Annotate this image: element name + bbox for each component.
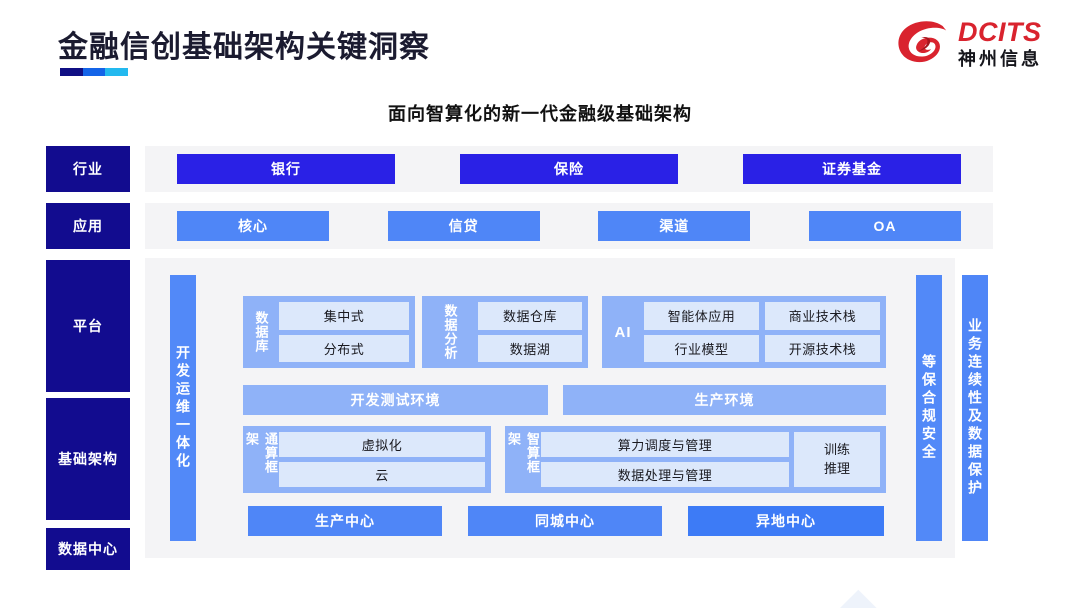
vertical-bar-bcdr[interactable]: 业务连续性及数据保护: [962, 275, 988, 541]
cell-opensource-stack[interactable]: 开源技术栈: [765, 334, 880, 362]
cell-industry-model[interactable]: 行业模型: [644, 334, 759, 362]
cell-data-warehouse[interactable]: 数据仓库: [478, 302, 582, 330]
group-label-data-analysis: 数据分析: [442, 304, 458, 360]
label-inference: 推理: [823, 460, 850, 476]
rail-label-datacenter: 数据中心: [46, 528, 130, 570]
application-chip-channel[interactable]: 渠道: [598, 211, 751, 241]
diagram-subtitle: 面向智算化的新一代金融级基础架构: [388, 104, 692, 124]
cell-virtualization[interactable]: 虚拟化: [279, 432, 485, 457]
application-chip-oa[interactable]: OA: [808, 211, 961, 241]
rail-label-infrastructure: 基础架构: [46, 398, 130, 520]
cell-cloud[interactable]: 云: [279, 462, 485, 487]
group-ai: AI 智能体应用 商业技术栈 行业模型 开源技术栈: [602, 296, 886, 368]
group-label-ai: AI: [614, 323, 632, 341]
vertical-bar-security[interactable]: 等保合规安全: [916, 275, 942, 541]
group-label-database: 数据库: [253, 311, 269, 353]
group-database: 数据库 集中式 分布式: [243, 296, 415, 368]
datacenter-bar-remote[interactable]: 异地中心: [688, 506, 884, 536]
rail-label-industry: 行业: [46, 146, 130, 192]
cell-agent-application[interactable]: 智能体应用: [644, 302, 759, 330]
application-chip-credit[interactable]: 信贷: [387, 211, 540, 241]
industry-chip-insurance[interactable]: 保险: [460, 154, 678, 184]
datacenter-bar-same-city[interactable]: 同城中心: [468, 506, 662, 536]
industry-chip-securities[interactable]: 证券基金: [743, 154, 961, 184]
label-training: 训练: [823, 441, 850, 457]
group-general-compute-framework: 通算框架 虚拟化 云: [243, 426, 491, 493]
application-band: 核心 信贷 渠道 OA: [145, 203, 993, 249]
group-label-general-compute: 通算框架: [244, 432, 278, 474]
title-accent-rule: [60, 68, 129, 76]
cell-commercial-stack[interactable]: 商业技术栈: [765, 302, 880, 330]
logo-text-cn: 神州信息: [958, 48, 1042, 69]
datacenter-bar-production[interactable]: 生产中心: [248, 506, 442, 536]
cell-centralized[interactable]: 集中式: [279, 302, 409, 330]
cell-data-processing[interactable]: 数据处理与管理: [541, 462, 789, 487]
group-label-intelligent-compute: 智算框架: [506, 432, 540, 474]
env-bar-production[interactable]: 生产环境: [563, 385, 886, 415]
rail-label-application: 应用: [46, 203, 130, 249]
industry-band: 银行 保险 证券基金: [145, 146, 993, 192]
group-data-analysis: 数据分析 数据仓库 数据湖: [422, 296, 588, 368]
cell-compute-scheduling[interactable]: 算力调度与管理: [541, 432, 789, 457]
env-bar-dev-test[interactable]: 开发测试环境: [243, 385, 548, 415]
cell-distributed[interactable]: 分布式: [279, 334, 409, 362]
cell-data-lake[interactable]: 数据湖: [478, 334, 582, 362]
industry-chip-bank[interactable]: 银行: [177, 154, 395, 184]
vertical-bar-devops[interactable]: 开发运维一体化: [170, 275, 196, 541]
dcits-logo: DCITS 神州信息: [896, 18, 1042, 68]
application-chip-core[interactable]: 核心: [177, 211, 329, 241]
rail-label-platform: 平台: [46, 260, 130, 392]
page-title: 金融信创基础架构关键洞察: [58, 31, 430, 64]
group-intelligent-compute-framework: 智算框架 算力调度与管理 数据处理与管理 训练 推理: [505, 426, 886, 493]
logo-text-en: DCITS: [958, 16, 1042, 47]
dcits-swoosh-icon: [898, 21, 947, 63]
cell-train-inference[interactable]: 训练 推理: [794, 432, 880, 487]
